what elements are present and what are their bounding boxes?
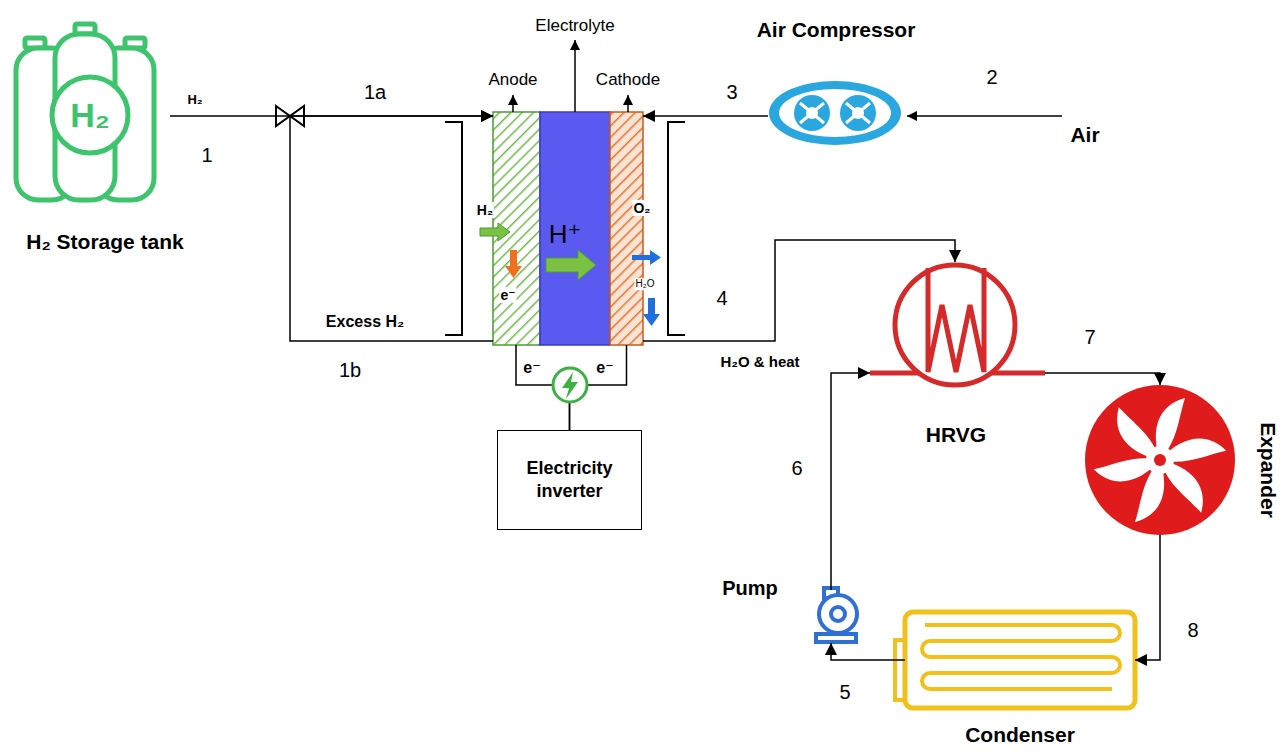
connector-label: e⁻ bbox=[521, 359, 542, 377]
pump: Pump bbox=[800, 590, 862, 643]
component-name: HRVG bbox=[926, 423, 986, 447]
callout-number: 8 bbox=[1187, 619, 1198, 642]
connector-label: e⁻ bbox=[594, 359, 615, 377]
species-label: H₂ bbox=[476, 202, 494, 218]
ion-label: H⁺ bbox=[549, 220, 582, 250]
inlet-label: Air bbox=[1070, 123, 1099, 147]
cathode-layer bbox=[610, 112, 643, 345]
layer-name: Anode bbox=[488, 70, 537, 90]
condenser-icon bbox=[895, 612, 1135, 708]
connector-label: H₂O & heat bbox=[718, 353, 801, 370]
hrvg-icon bbox=[870, 265, 1045, 385]
callout-number: 7 bbox=[1084, 326, 1095, 349]
flow-connector bbox=[643, 240, 955, 341]
flow-connector bbox=[290, 116, 493, 341]
species-label: H₂O bbox=[635, 278, 656, 290]
electrolyte-layer bbox=[540, 112, 610, 345]
component-name: Pump bbox=[722, 577, 778, 600]
inverter-box: Electricity inverter bbox=[497, 430, 642, 530]
hydrogen-tank-icon bbox=[16, 24, 154, 200]
callout-number: 2 bbox=[986, 66, 997, 89]
flow-connector bbox=[1135, 535, 1160, 660]
pump-icon bbox=[816, 588, 857, 642]
expander-icon bbox=[1085, 385, 1235, 535]
species-label: O₂ bbox=[632, 200, 651, 216]
layer-name: Cathode bbox=[596, 70, 660, 90]
component-name: Air Compressor bbox=[757, 18, 916, 42]
storage-tank: H₂H₂ Storage tank bbox=[10, 20, 170, 205]
callout-number: 6 bbox=[791, 457, 802, 480]
callout-number: 3 bbox=[726, 81, 737, 104]
expander: Expander bbox=[1085, 385, 1235, 535]
anode-layer: AnodeH₂e⁻ bbox=[493, 112, 540, 345]
air-compressor-icon bbox=[769, 81, 901, 145]
flow-connector bbox=[1045, 373, 1160, 385]
component-name: Condenser bbox=[965, 723, 1075, 747]
tank-symbol-text: H₂ bbox=[70, 96, 110, 135]
condenser: Condenser bbox=[905, 610, 1135, 710]
connector-label: H₂ bbox=[185, 93, 204, 108]
component-name: Expander bbox=[1256, 422, 1280, 518]
callout-number: 5 bbox=[839, 681, 850, 704]
air-inlet-arrow bbox=[907, 115, 1062, 117]
callout-number: 1a bbox=[364, 81, 386, 104]
species-label: e⁻ bbox=[499, 287, 516, 303]
flow-connector bbox=[831, 643, 905, 660]
component-name: H₂ Storage tank bbox=[26, 230, 184, 254]
power-symbol bbox=[553, 368, 587, 402]
callout-number: 4 bbox=[716, 287, 727, 310]
connector-label: Excess H₂ bbox=[324, 313, 406, 331]
flow-connector bbox=[831, 373, 870, 590]
air-compressor: Air Compressor bbox=[768, 80, 903, 146]
component-name: Electricity inverter bbox=[508, 457, 631, 504]
flow-connector bbox=[643, 115, 768, 117]
cathode-layer: CathodeO₂H₂O bbox=[610, 112, 643, 345]
electrolyte-layer: ElectrolyteH⁺ bbox=[540, 112, 610, 345]
hrvg: HRVG bbox=[870, 262, 1045, 387]
callout-number: 1b bbox=[339, 359, 361, 382]
layer-name: Electrolyte bbox=[535, 16, 614, 36]
callout-number: 1 bbox=[201, 144, 212, 167]
